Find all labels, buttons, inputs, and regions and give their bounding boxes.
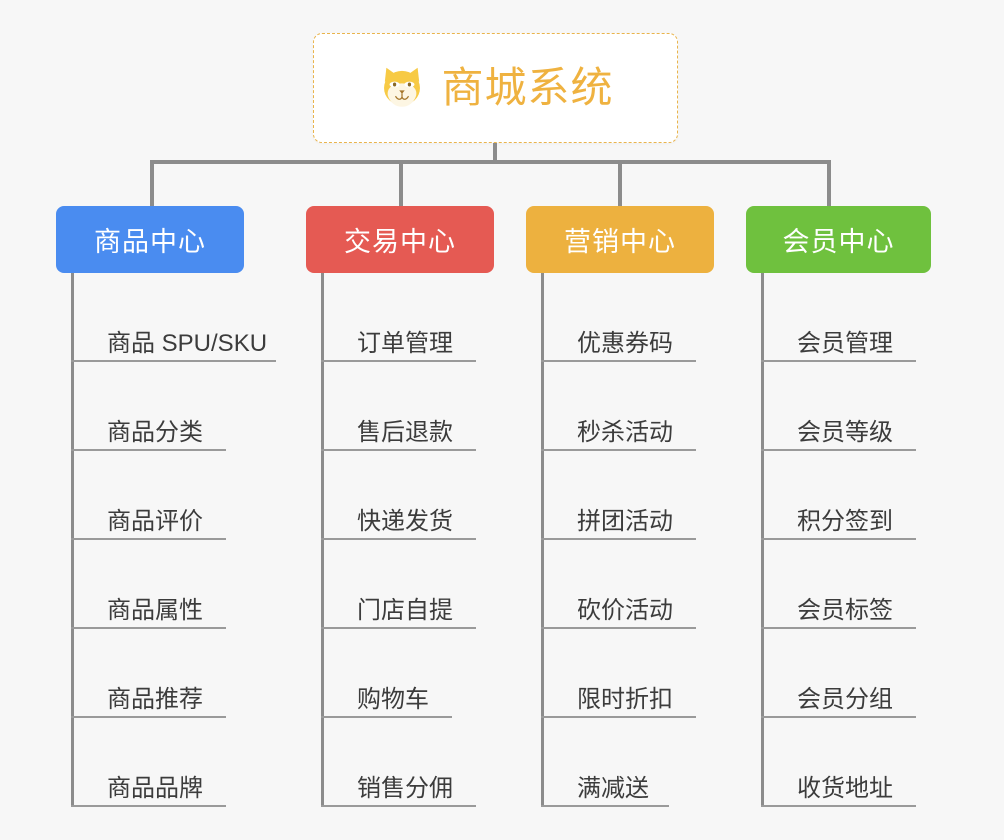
leaf-item[interactable]: 商品分类 xyxy=(71,362,226,451)
leaf-label: 会员等级 xyxy=(797,418,893,446)
leaf-label: 会员管理 xyxy=(797,329,893,357)
category-node-trade-center[interactable]: 交易中心 xyxy=(306,206,494,273)
category-node-marketing-center[interactable]: 营销中心 xyxy=(526,206,714,273)
leaf-item[interactable]: 商品属性 xyxy=(71,540,226,629)
leaf-label: 快递发货 xyxy=(357,507,453,535)
leaf-item[interactable]: 秒杀活动 xyxy=(541,362,696,451)
leaf-item[interactable]: 会员管理 xyxy=(761,273,916,362)
leaf-label: 秒杀活动 xyxy=(577,418,673,446)
leaf-item[interactable]: 砍价活动 xyxy=(541,540,696,629)
leaf-label: 购物车 xyxy=(357,685,429,713)
leaf-label: 满减送 xyxy=(577,774,649,802)
leaf-item[interactable]: 限时折扣 xyxy=(541,629,696,718)
leaf-label: 拼团活动 xyxy=(577,507,673,535)
category-label: 营销中心 xyxy=(564,227,676,257)
connector-drop-2 xyxy=(399,160,403,206)
leaf-item[interactable]: 快递发货 xyxy=(321,451,476,540)
leaf-trunk-line xyxy=(761,273,764,807)
leaf-label: 门店自提 xyxy=(357,596,453,624)
leaf-item[interactable]: 收货地址 xyxy=(761,718,916,807)
leaf-item[interactable]: 积分签到 xyxy=(761,451,916,540)
leaf-label: 积分签到 xyxy=(797,507,893,535)
leaf-label: 订单管理 xyxy=(357,329,453,357)
leaf-item[interactable]: 会员等级 xyxy=(761,362,916,451)
leaf-label: 商品品牌 xyxy=(107,774,203,802)
leaf-trunk-line xyxy=(321,273,324,807)
category-node-product-center[interactable]: 商品中心 xyxy=(56,206,244,273)
leaf-label: 商品分类 xyxy=(107,418,203,446)
leaf-item[interactable]: 门店自提 xyxy=(321,540,476,629)
leaf-item[interactable]: 满减送 xyxy=(541,718,669,807)
leaf-label: 收货地址 xyxy=(797,774,893,802)
leaf-item[interactable]: 订单管理 xyxy=(321,273,476,362)
leaf-label: 优惠券码 xyxy=(577,329,673,357)
leaf-label: 商品评价 xyxy=(107,507,203,535)
leaf-label: 商品推荐 xyxy=(107,685,203,713)
leaf-item[interactable]: 售后退款 xyxy=(321,362,476,451)
leaf-item[interactable]: 商品推荐 xyxy=(71,629,226,718)
leaf-label: 商品 SPU/SKU xyxy=(107,329,268,357)
leaf-item[interactable]: 优惠券码 xyxy=(541,273,696,362)
connector-drop-1 xyxy=(150,160,154,206)
leaf-label: 会员分组 xyxy=(797,685,893,713)
leaf-item[interactable]: 商品评价 xyxy=(71,451,226,540)
leaf-label: 商品属性 xyxy=(107,596,203,624)
category-label: 会员中心 xyxy=(782,227,895,257)
root-node[interactable]: 商城系统 xyxy=(313,33,678,143)
connector-drop-3 xyxy=(618,160,622,206)
connector-horizontal-bus xyxy=(150,160,831,164)
leaf-label: 售后退款 xyxy=(357,418,453,446)
shiba-dog-face-icon xyxy=(384,67,421,107)
category-node-member-center[interactable]: 会员中心 xyxy=(746,206,931,273)
leaf-item[interactable]: 拼团活动 xyxy=(541,451,696,540)
leaf-item[interactable]: 会员分组 xyxy=(761,629,916,718)
leaf-item[interactable]: 销售分佣 xyxy=(321,718,476,807)
connector-drop-4 xyxy=(827,160,831,206)
category-label: 商品中心 xyxy=(94,227,206,257)
connector-root-stem xyxy=(493,143,497,163)
leaf-item[interactable]: 购物车 xyxy=(321,629,452,718)
leaf-item[interactable]: 会员标签 xyxy=(761,540,916,629)
leaf-label: 销售分佣 xyxy=(357,774,453,802)
leaf-label: 砍价活动 xyxy=(577,596,673,624)
leaf-trunk-line xyxy=(541,273,544,807)
root-title: 商城系统 xyxy=(441,64,614,111)
leaf-trunk-line xyxy=(71,273,74,807)
category-label: 交易中心 xyxy=(344,227,456,257)
leaf-label: 会员标签 xyxy=(797,596,893,624)
leaf-item[interactable]: 商品 SPU/SKU xyxy=(71,273,276,362)
leaf-item[interactable]: 商品品牌 xyxy=(71,718,226,807)
leaf-label: 限时折扣 xyxy=(577,685,673,713)
